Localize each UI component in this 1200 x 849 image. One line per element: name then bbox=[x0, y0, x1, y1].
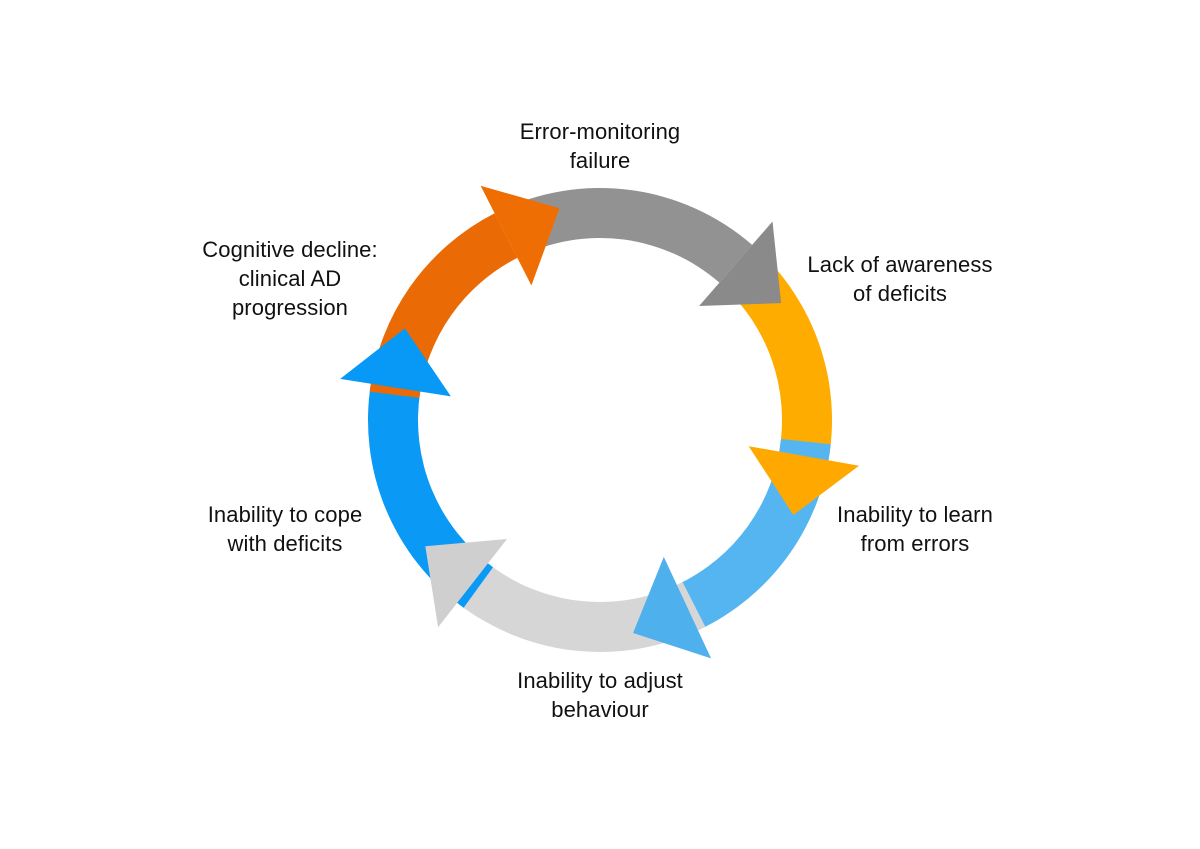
label-lack-of-awareness: Lack of awareness of deficits bbox=[780, 250, 1020, 308]
arrow-inability-to-cope-head bbox=[340, 328, 451, 397]
label-error-monitoring-failure: Error-monitoring failure bbox=[470, 117, 730, 175]
label-line: Inability to adjust bbox=[517, 668, 683, 693]
label-line: Cognitive decline: bbox=[202, 237, 378, 262]
arrow-error-monitoring-band bbox=[498, 188, 753, 283]
label-line: of deficits bbox=[852, 281, 948, 306]
label-inability-to-adjust: Inability to adjust behaviour bbox=[470, 666, 730, 724]
arrow-lack-of-awareness-head bbox=[748, 446, 859, 515]
label-line: Lack of awareness bbox=[807, 252, 993, 277]
arrow-cognitive-decline-head bbox=[480, 185, 560, 286]
label-line: Inability to cope bbox=[207, 502, 363, 527]
label-cognitive-decline: Cognitive decline: clinical AD progressi… bbox=[160, 235, 420, 322]
label-line: clinical AD bbox=[238, 266, 342, 291]
label-line: failure bbox=[569, 148, 631, 173]
arrow-inability-to-learn-head bbox=[633, 556, 712, 659]
label-line: Inability to learn bbox=[837, 502, 993, 527]
label-line: from errors bbox=[860, 531, 970, 556]
label-inability-to-learn: Inability to learn from errors bbox=[800, 500, 1030, 558]
label-line: behaviour bbox=[551, 697, 649, 722]
label-line: with deficits bbox=[227, 531, 343, 556]
label-line: progression bbox=[231, 295, 349, 320]
arrow-error-monitoring-head bbox=[699, 221, 782, 306]
arrow-inability-to-adjust-head bbox=[425, 539, 507, 628]
label-inability-to-cope: Inability to cope with deficits bbox=[170, 500, 400, 558]
label-line: Error-monitoring bbox=[519, 119, 681, 144]
